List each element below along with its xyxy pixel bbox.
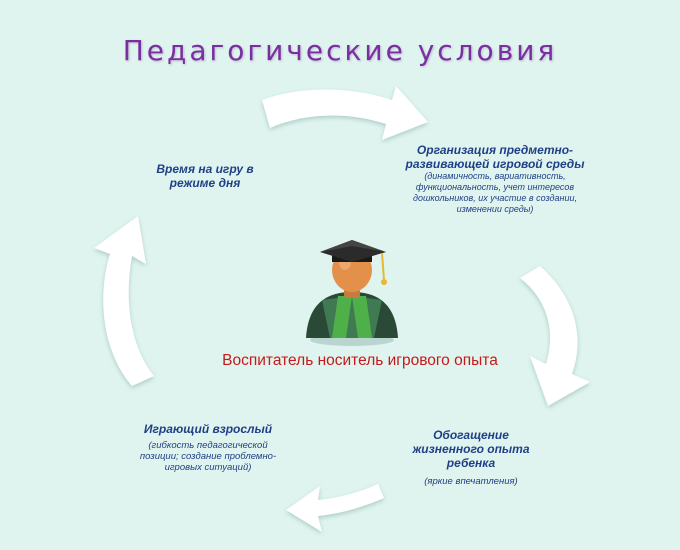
page-title: Педагогические условия	[122, 34, 558, 67]
node-life-experience-heading: Обогащение жизненного опыта ребенка	[412, 428, 530, 470]
node-play-time: Время на игру в режиме дня	[140, 162, 270, 190]
cycle-arrow-icon	[262, 86, 428, 140]
node-playing-adult-heading: Играющий взрослый	[143, 422, 273, 436]
graduate-teacher-icon	[306, 240, 398, 346]
node-life-experience-detail: (яркие впечатления)	[424, 476, 518, 487]
node-life-experience: Обогащение жизненного опыта ребенка (ярк…	[396, 428, 546, 487]
node-playing-adult-detail: (гибкость педагогической позиции; создан…	[139, 440, 277, 473]
center-label: Воспитатель носитель игрового опыта	[222, 352, 498, 369]
cycle-arrow-icon	[286, 484, 384, 532]
node-environment-detail: (динамичность, вариативность, функционал…	[412, 171, 578, 214]
node-environment-heading: Организация предметно-развивающей игрово…	[405, 143, 585, 171]
cycle-arrow-icon	[94, 216, 154, 386]
cycle-arrow-icon	[520, 266, 590, 406]
node-play-time-heading: Время на игру в режиме дня	[156, 162, 254, 190]
node-environment: Организация предметно-развивающей игрово…	[400, 143, 590, 215]
node-playing-adult: Играющий взрослый (гибкость педагогическ…	[128, 422, 288, 473]
